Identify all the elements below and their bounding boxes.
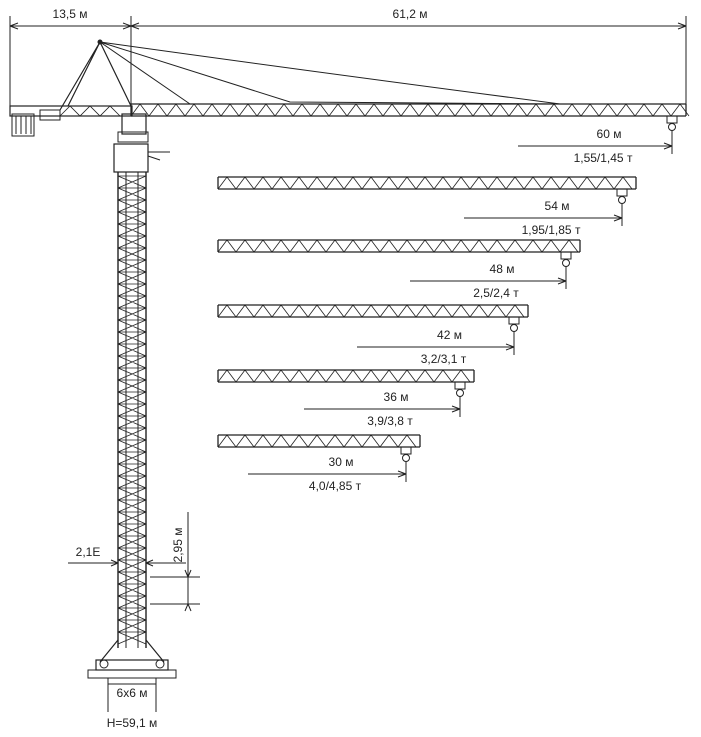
- main-jib-label: 61,2 м: [393, 7, 428, 21]
- top-dimension-lines: [9, 16, 687, 112]
- hook-block: [402, 454, 410, 462]
- jib-lattice: [217, 304, 525, 318]
- base-label: 6х6 м: [117, 686, 148, 700]
- jib-lattice: [217, 176, 633, 190]
- jib-reach-label: 48 м: [490, 262, 515, 276]
- counter-jib: [9, 105, 133, 137]
- jib-6: 30 м 4,0/4,85 т: [217, 434, 421, 493]
- jib-2: 54 м 1,95/1,85 т: [217, 176, 637, 237]
- section-height-label: 2,95 м: [171, 528, 185, 563]
- jib-reach-label: 30 м: [329, 455, 354, 469]
- hook-block: [618, 196, 626, 204]
- trolley: [508, 316, 520, 325]
- jib-lattice: [217, 434, 417, 448]
- jib-load-label: 4,0/4,85 т: [309, 479, 362, 493]
- apex-tie-rods: [59, 39, 561, 111]
- jib-reach-label: 54 м: [545, 199, 570, 213]
- jib-reach-label: 60 м: [597, 127, 622, 141]
- tower: [117, 172, 147, 648]
- cab: [113, 113, 170, 173]
- jib-1: 60 м 1,55/1,45 т: [130, 103, 690, 165]
- jibs-group: 60 м 1,55/1,45 т 54 м 1,95/1,85 т 48 м 2,5/2,…: [130, 103, 690, 493]
- jib-5: 36 м 3,9/3,8 т: [217, 369, 475, 428]
- jib-load-label: 3,9/3,8 т: [367, 414, 413, 428]
- jib-4: 42 м 3,2/3,1 т: [217, 304, 529, 366]
- height-label: Н=59,1 м: [107, 716, 158, 730]
- jib-3: 48 м 2,5/2,4 т: [217, 239, 581, 300]
- trolley: [400, 446, 412, 455]
- counter-jib-label: 13,5 м: [53, 7, 88, 21]
- jib-lattice: [217, 369, 471, 383]
- base: [87, 639, 177, 712]
- jib-load-label: 1,95/1,85 т: [522, 223, 581, 237]
- jib-lattice: [217, 239, 579, 253]
- jib-reach-label: 42 м: [437, 328, 462, 342]
- jib-lattice: [130, 103, 690, 117]
- tower-width-dimension: [68, 559, 186, 567]
- trolley: [560, 251, 572, 260]
- trolley: [454, 381, 466, 390]
- hook-block: [456, 389, 464, 397]
- hook-block: [562, 259, 570, 267]
- trolley: [616, 188, 628, 197]
- section-height-dimension: [150, 512, 200, 612]
- jib-load-label: 1,55/1,45 т: [574, 151, 633, 165]
- trolley: [666, 115, 678, 124]
- jib-load-label: 2,5/2,4 т: [473, 286, 519, 300]
- hook-block: [668, 123, 676, 131]
- jib-load-label: 3,2/3,1 т: [421, 352, 467, 366]
- hook-block: [510, 324, 518, 332]
- tower-width-label: 2,1Е: [76, 545, 101, 559]
- jib-reach-label: 36 м: [384, 390, 409, 404]
